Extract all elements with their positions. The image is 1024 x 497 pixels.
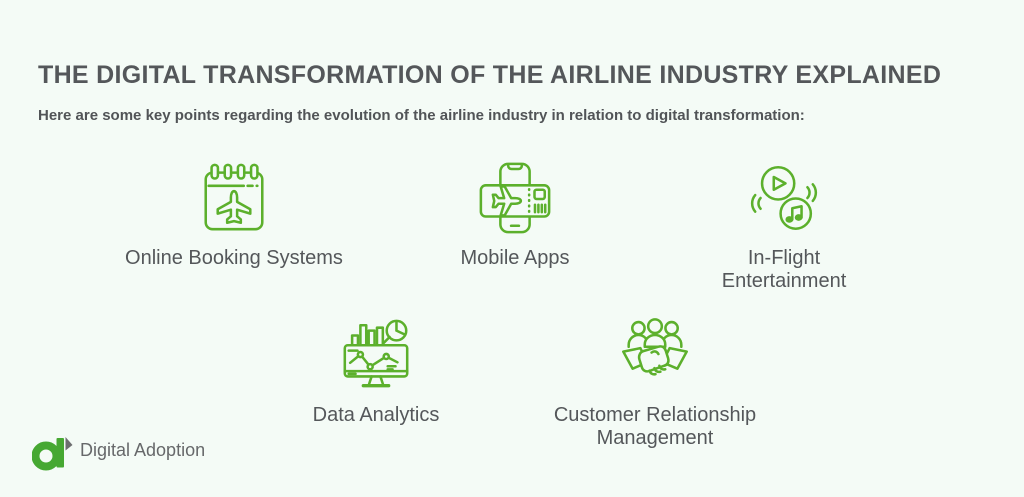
calendar-airplane-icon: [195, 157, 273, 239]
play-music-icon: [745, 157, 823, 239]
brand-name: Digital Adoption: [80, 440, 206, 460]
brand-logo: Digital Adoption: [32, 429, 205, 472]
feature-in-flight-entertainment: In-Flight Entertainment: [689, 157, 879, 293]
people-handshake-icon: [616, 314, 694, 396]
feature-label: Online Booking Systems: [125, 247, 343, 269]
feature-label: Customer Relationship Management: [553, 404, 757, 450]
feature-customer-relationship-management: Customer Relationship Management: [521, 314, 789, 450]
digital-adoption-logo-icon: [32, 437, 73, 471]
page-title: THE DIGITAL TRANSFORMATION OF THE AIRLIN…: [38, 61, 942, 89]
feature-label: In-Flight Entertainment: [721, 247, 847, 293]
page-subtitle: Here are some key points regarding the e…: [38, 107, 805, 124]
phone-boarding-pass-icon: [476, 157, 554, 239]
feature-data-analytics: Data Analytics: [246, 314, 506, 427]
feature-label: Mobile Apps: [460, 247, 570, 269]
feature-online-booking-systems: Online Booking Systems: [104, 157, 364, 270]
feature-mobile-apps: Mobile Apps: [385, 157, 645, 270]
feature-label: Data Analytics: [312, 404, 440, 426]
monitor-analytics-icon: [337, 314, 415, 396]
